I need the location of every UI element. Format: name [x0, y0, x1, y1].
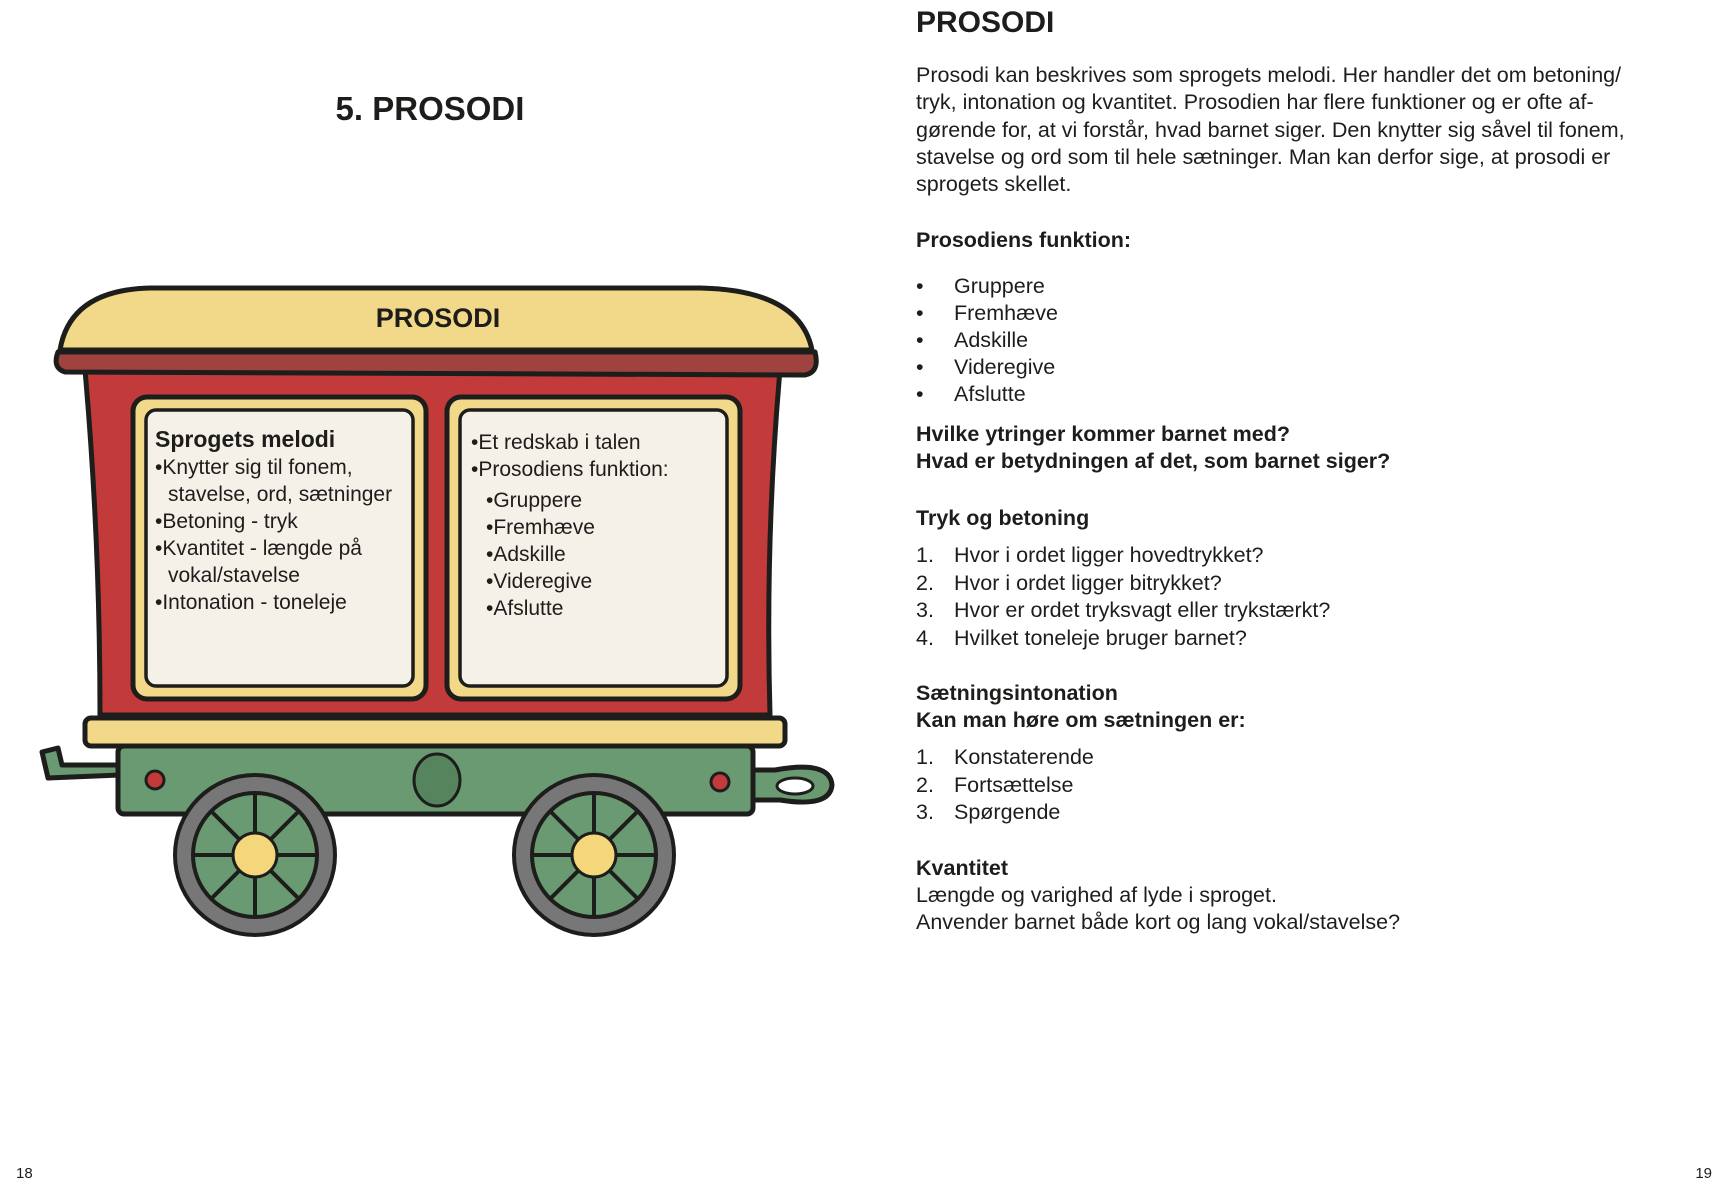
- list-item: stavelse, ord, sætninger: [168, 483, 393, 506]
- stress-heading: Tryk og betoning: [916, 506, 1090, 530]
- intro-line: sprogets skellet.: [916, 172, 1072, 197]
- list-item: vokal/stavelse: [168, 564, 300, 587]
- train-wagon-illustration: [39, 285, 835, 937]
- sub-list-item: •Gruppere: [486, 489, 583, 512]
- function-list: •Gruppere •Fremhæve •Adskille •Videregiv…: [916, 273, 1416, 408]
- sub-list-item: •Afslutte: [486, 597, 564, 620]
- quantity-heading: Kvantitet: [916, 856, 1008, 880]
- quantity-text: Længde og varighed af lyde i sproget. An…: [916, 882, 1400, 937]
- sub-list-item: •Fremhæve: [486, 516, 595, 539]
- list-item: 1.Hvor i ordet ligger hovedtrykket?: [916, 543, 1264, 567]
- sub-list-item: •Adskille: [486, 543, 566, 566]
- list-item: •Knytter sig til fonem,: [155, 456, 353, 479]
- list-item: •Et redskab i talen: [471, 431, 641, 454]
- intonation-list: 1.Konstaterende 2.Fortsættelse 3.Spørgen…: [916, 744, 1416, 827]
- intro-paragraph: Prosodi kan beskrives som sprogets melod…: [916, 62, 1625, 198]
- wagon-coupling-left: [39, 745, 123, 781]
- intro-line: tryk, intonation og kvantitet. Prosodien…: [916, 90, 1594, 115]
- wheel-left: [173, 773, 337, 937]
- list-item: 4.Hvilket toneleje bruger barnet?: [916, 625, 1247, 650]
- wagon-roof-trim: [53, 349, 819, 378]
- intonation-heading: Sætningsintonation: [916, 681, 1118, 705]
- list-item: 3.Hvor er ordet tryksvagt eller trykstær…: [916, 598, 1331, 622]
- question: Hvad er betydningen af det, som barnet s…: [916, 449, 1391, 474]
- page-number-left: 18: [16, 1165, 33, 1182]
- question: Hvilke ytringer kommer barnet med?: [916, 422, 1290, 446]
- quantity-line: Længde og varighed af lyde i sproget.: [916, 883, 1277, 907]
- list-item: •Adskille: [916, 328, 1029, 352]
- function-heading: Prosodiens funktion:: [916, 228, 1131, 252]
- left-window-heading: Sprogets melodi: [155, 426, 336, 452]
- intro-line: Prosodi kan beskrives som sprogets melod…: [916, 63, 1622, 87]
- list-item: 3.Spørgende: [916, 800, 1061, 824]
- list-item: •Gruppere: [916, 274, 1045, 298]
- list-item: •Videregive: [916, 355, 1056, 379]
- wagon-base-trim: [82, 715, 788, 749]
- wheel-right: [512, 773, 676, 937]
- list-item: 2.Fortsættelse: [916, 772, 1074, 797]
- list-item: •Intonation - toneleje: [155, 591, 347, 614]
- questions: Hvilke ytringer kommer barnet med? Hvad …: [916, 421, 1390, 476]
- intonation-subheading: Kan man høre om sætningen er:: [916, 708, 1246, 732]
- sub-list-item: •Videregive: [486, 570, 593, 593]
- wagon-roof: [57, 285, 815, 353]
- list-item: •Betoning - tryk: [155, 510, 298, 533]
- page-number-right: 19: [1695, 1165, 1712, 1182]
- left-window-text: Sprogets melodi •Knytter sig til fonem, …: [155, 424, 392, 616]
- quantity-line: Anvender barnet både kort og lang vokal/…: [916, 910, 1401, 935]
- list-item: •Afslutte: [916, 382, 1026, 406]
- list-item: 2.Hvor i ordet ligger bitrykket?: [916, 570, 1222, 595]
- list-item: •Prosodiens funktion:: [471, 458, 669, 481]
- intro-line: stavelse og ord som til hele sætninger. …: [916, 144, 1611, 169]
- list-item: •Kvantitet - længde på: [155, 537, 362, 560]
- intro-line: gørende for, at vi forstår, hvad barnet …: [916, 117, 1625, 142]
- list-item: •Fremhæve: [916, 301, 1058, 325]
- right-window-text: •Et redskab i talen •Prosodiens funktion…: [471, 429, 669, 622]
- page-title: PROSODI: [916, 6, 1055, 39]
- stress-list: 1.Hvor i ordet ligger hovedtrykket? 2.Hv…: [916, 542, 1616, 652]
- chapter-title: 5. PROSODI: [335, 90, 525, 127]
- list-item: 1.Konstaterende: [916, 745, 1094, 769]
- wagon-roof-label: PROSODI: [375, 303, 501, 333]
